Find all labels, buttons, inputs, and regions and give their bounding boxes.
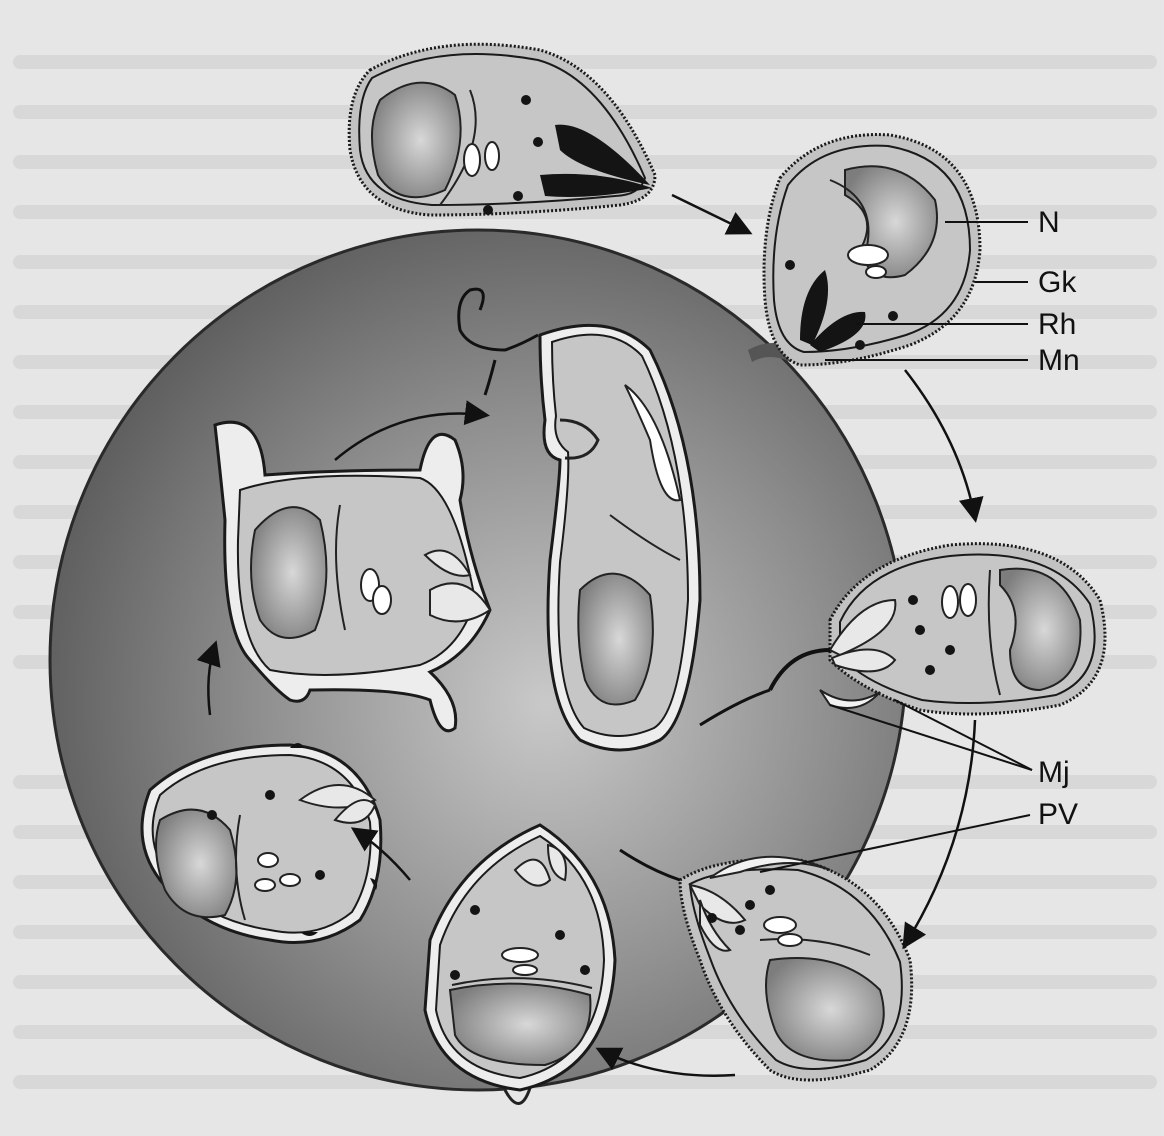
label-pv: PV [1038, 800, 1078, 830]
label-mj: Mj [1038, 758, 1070, 788]
nucleus [372, 83, 461, 198]
label-rh: Rh [1038, 310, 1076, 340]
nucleus [578, 574, 653, 705]
label-mn: Mn [1038, 346, 1080, 376]
nucleus [251, 507, 326, 638]
arrow-2 [905, 370, 975, 518]
parasite-attaching [764, 135, 980, 365]
label-n: N [1038, 208, 1060, 238]
parasite-extracellular [349, 44, 655, 215]
label-gk: Gk [1038, 268, 1076, 298]
